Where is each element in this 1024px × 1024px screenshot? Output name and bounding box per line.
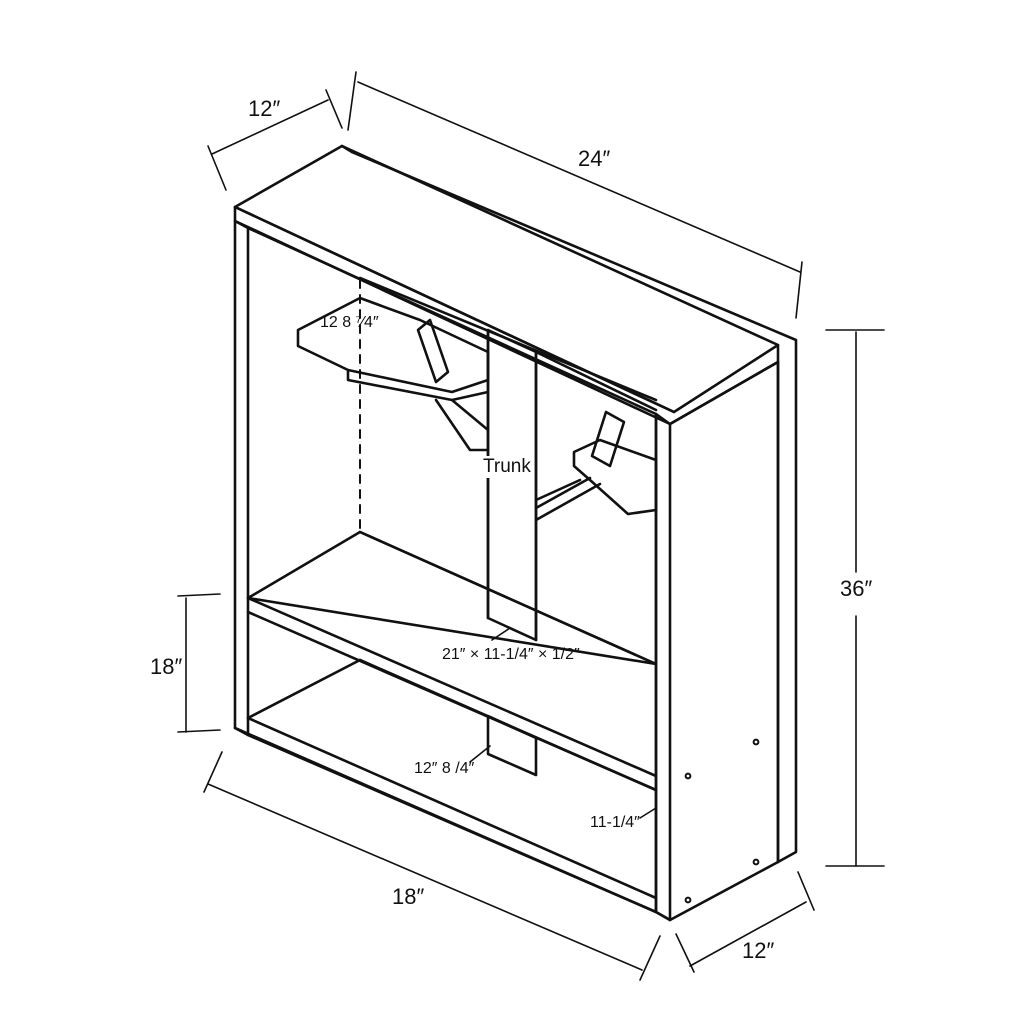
- dimension-height: 36″: [840, 576, 873, 601]
- left-peg: [416, 318, 450, 384]
- cabinet-frame: [233, 144, 798, 922]
- note-lower-trunk: 12″ 8 /4″: [414, 760, 475, 777]
- back-panel-edge: [350, 150, 798, 864]
- lower-trunk: [486, 714, 538, 777]
- tree-structure: [296, 296, 658, 777]
- dimension-top-depth: 12″: [248, 96, 281, 121]
- note-branch-left: 12 8 ⁷⁄4″: [320, 314, 379, 331]
- dimension-top-width: 24″: [578, 146, 611, 171]
- dimension-bottom-depth: 12″: [742, 938, 775, 963]
- right-branch-platform: [572, 438, 658, 516]
- right-peg: [590, 410, 626, 468]
- dimension-bottom-width: 18″: [392, 884, 425, 909]
- top-board-thickness: [233, 205, 780, 426]
- note-shelf-size: 21″ × 11-1/4″ × 1/2″: [442, 646, 580, 663]
- right-side-panel: [654, 360, 780, 922]
- left-branch-platform: [296, 296, 490, 394]
- dimension-lower-height: 18″: [150, 654, 183, 679]
- leader-lines: [469, 627, 657, 819]
- dimension-lines: [177, 71, 885, 981]
- note-inner-depth: 11-1/4″: [590, 814, 640, 831]
- top-board-face: [233, 144, 780, 414]
- top-board-front-edge: [233, 205, 676, 414]
- left-side-panel: [233, 219, 250, 737]
- middle-shelf: [246, 530, 658, 666]
- note-trunk: Trunk: [482, 456, 532, 478]
- screw-holes: [684, 738, 760, 904]
